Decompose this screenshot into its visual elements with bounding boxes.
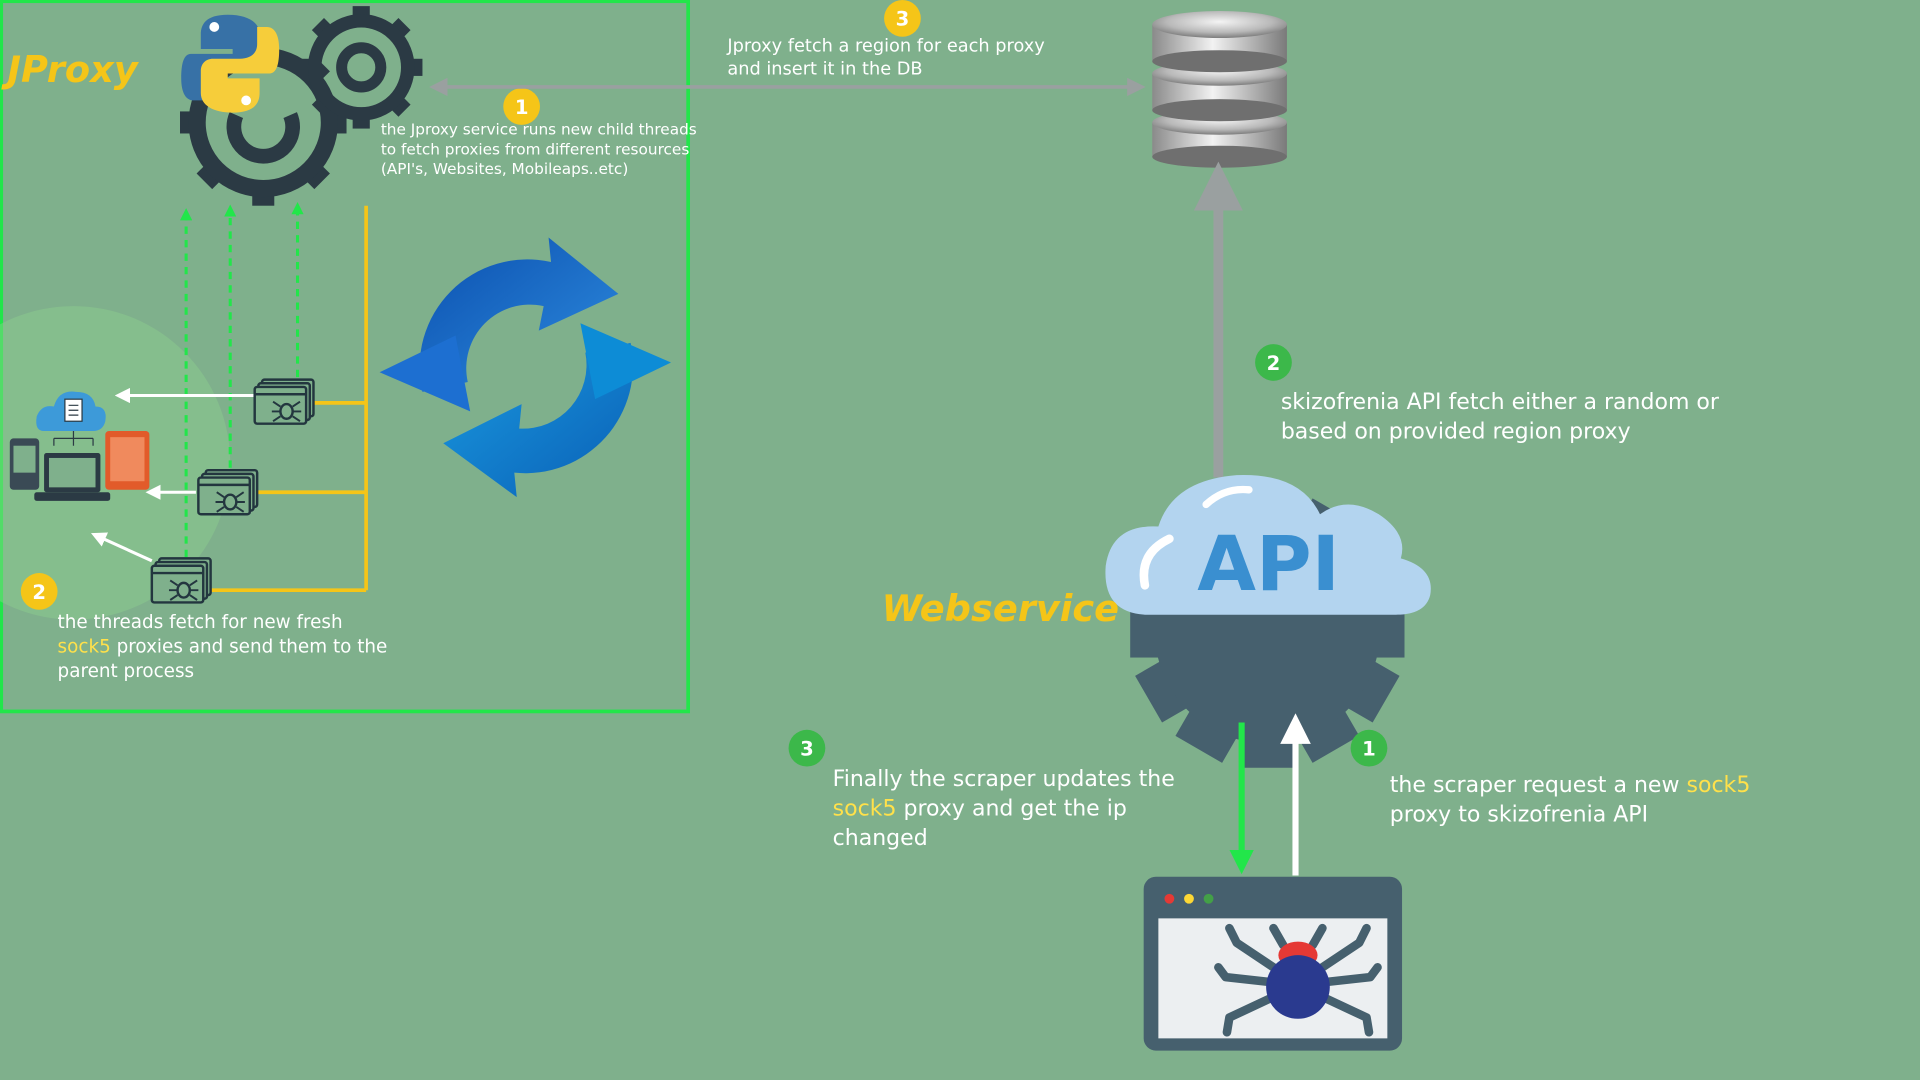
step2-jproxy-line2: sock5 proxies and send them to the <box>58 637 388 658</box>
step1-jproxy-line1: the Jproxy service runs new child thread… <box>381 121 697 139</box>
jproxy-frame <box>0 0 691 714</box>
step1-jproxy-badge-number: 1 <box>515 96 529 119</box>
step3-scraper-badge <box>788 729 826 767</box>
api-cloud-icon <box>1105 474 1431 615</box>
step3-scraper-line1: Finally the scraper updates the <box>833 767 1175 792</box>
refresh-cycle-icon <box>379 237 672 498</box>
step2-jproxy-line3: parent process <box>58 661 195 682</box>
step2-api-line1: skizofrenia API fetch either a random or <box>1281 390 1720 415</box>
step2-jproxy-line1: the threads fetch for new fresh <box>58 612 343 633</box>
step3-scraper-line3: changed <box>833 826 928 851</box>
step1-scraper-line2: proxy to skizofrenia API <box>1390 803 1648 828</box>
thread-to-parent-arrows <box>180 202 304 558</box>
step1-scraper-badge <box>1350 729 1388 767</box>
thread-to-resource-arrows <box>90 387 255 563</box>
thread-connector-lines <box>205 205 368 593</box>
step3-scraper-line2: sock5 proxy and get the ip <box>833 797 1127 822</box>
step3-jproxy-badge-number: 3 <box>896 8 910 31</box>
cloud-document-icon <box>36 391 106 446</box>
step1-jproxy-line2: to fetch proxies from different resource… <box>381 140 690 158</box>
step3-scraper-highlight: sock5 <box>833 797 897 822</box>
step2-api-badge-number: 2 <box>1267 352 1281 375</box>
step2-api-badge <box>1255 344 1292 381</box>
step3-scraper-line2-rest: proxy and get the ip <box>897 797 1127 822</box>
devices-icon <box>9 431 150 501</box>
api-label: API <box>1197 520 1340 608</box>
step2-jproxy-badge <box>20 573 58 610</box>
python-logo-icon <box>181 14 280 113</box>
step3-jproxy-line1: Jproxy fetch a region for each proxy <box>726 36 1044 56</box>
step2-jproxy-highlight: sock5 <box>58 637 111 658</box>
step2-api-line2: based on provided region proxy <box>1281 419 1631 444</box>
step1-jproxy-line3: (API's, Websites, Mobileaps..etc) <box>381 160 628 178</box>
step1-scraper-line1-start: the scraper request a new <box>1390 773 1687 798</box>
step2-jproxy-badge-number: 2 <box>32 581 46 604</box>
step1-scraper-line1: the scraper request a new sock5 <box>1390 773 1751 798</box>
jproxy-title: JProxy <box>0 48 139 91</box>
step3-scraper-badge-number: 3 <box>800 738 814 761</box>
step3-jproxy-line2: and insert it in the DB <box>727 60 922 80</box>
webservice-label: Webservice <box>882 587 1119 630</box>
scraper-spider-icon <box>1143 876 1403 1051</box>
step1-scraper-highlight: sock5 <box>1686 773 1750 798</box>
step1-scraper-badge-number: 1 <box>1362 738 1376 761</box>
step3-jproxy-badge <box>884 0 921 37</box>
step1-jproxy-badge <box>503 88 540 125</box>
database-icon <box>1152 11 1287 168</box>
step2-jproxy-line2-rest: proxies and send them to the <box>111 637 388 658</box>
